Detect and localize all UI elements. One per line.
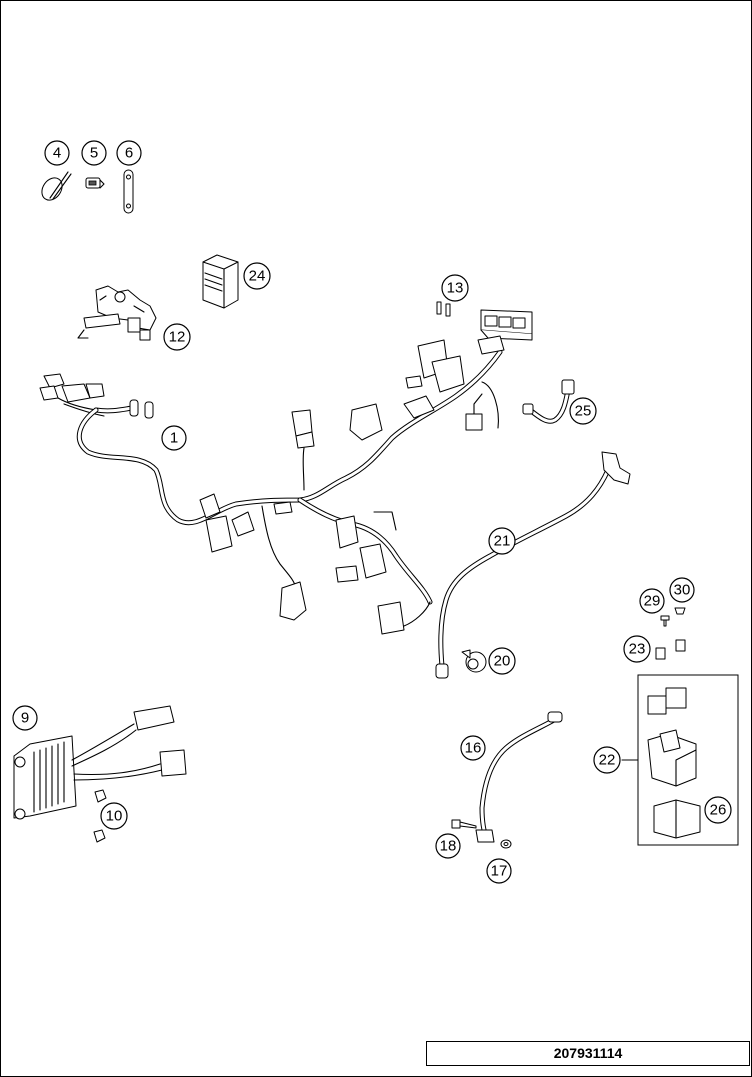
part-25-cable xyxy=(522,379,575,424)
svg-text:13: 13 xyxy=(447,280,464,297)
part-23-fuses xyxy=(655,639,686,660)
callout-16: 16 xyxy=(460,735,486,761)
svg-text:18: 18 xyxy=(440,838,457,855)
callout-1: 1 xyxy=(161,425,187,451)
svg-text:24: 24 xyxy=(249,268,266,285)
part-17-washer xyxy=(500,839,512,849)
callout-20: 20 xyxy=(488,647,516,675)
callout-12: 12 xyxy=(163,323,191,351)
part-13-fuse-box xyxy=(436,301,533,341)
callout-17: 17 xyxy=(486,858,512,884)
part-21-cable xyxy=(435,451,631,679)
callout-13: 13 xyxy=(441,274,469,302)
callout-21: 21 xyxy=(488,527,516,555)
part-20-cap xyxy=(461,649,487,673)
callout-6: 6 xyxy=(116,140,142,166)
part-6-holding-strap xyxy=(123,169,134,214)
svg-text:21: 21 xyxy=(494,533,511,550)
callout-22: 22 xyxy=(593,746,621,774)
svg-text:12: 12 xyxy=(169,329,186,346)
callout-23: 23 xyxy=(623,635,651,663)
callout-24: 24 xyxy=(243,262,271,290)
callout-9: 9 xyxy=(12,705,38,731)
callout-25: 25 xyxy=(569,397,597,425)
callout-29: 29 xyxy=(639,588,665,614)
callout-18: 18 xyxy=(435,833,461,859)
part-5-clip xyxy=(85,177,105,189)
part-29-screw xyxy=(660,615,670,627)
callout-10: 10 xyxy=(100,802,128,830)
svg-text:9: 9 xyxy=(21,710,29,727)
drawing-number: 207931114 xyxy=(553,1045,623,1061)
part-24-module xyxy=(202,254,239,309)
callout-5: 5 xyxy=(81,140,107,166)
part-4-cable-tie xyxy=(41,171,72,201)
drawing-number-box: 207931114 xyxy=(426,1041,750,1066)
part-18-screw xyxy=(451,819,477,829)
svg-text:4: 4 xyxy=(53,145,61,162)
callout-4: 4 xyxy=(44,140,70,166)
part-12-bracket xyxy=(77,285,157,341)
svg-text:1: 1 xyxy=(170,430,178,447)
part-16-ground-cable xyxy=(475,711,563,843)
part-1-main-wiring-harness xyxy=(39,335,505,635)
part-30-screw xyxy=(674,607,686,615)
svg-text:29: 29 xyxy=(644,593,661,610)
svg-text:23: 23 xyxy=(629,641,646,658)
part-9-voltage-regulator xyxy=(13,705,187,820)
callout-30: 30 xyxy=(669,577,695,603)
svg-text:20: 20 xyxy=(494,653,511,670)
part-10-nuts xyxy=(93,789,107,843)
svg-text:30: 30 xyxy=(674,582,691,599)
svg-text:25: 25 xyxy=(575,403,592,420)
svg-text:6: 6 xyxy=(125,145,133,162)
svg-text:26: 26 xyxy=(710,802,727,819)
svg-text:10: 10 xyxy=(106,808,123,825)
svg-text:5: 5 xyxy=(90,145,98,162)
svg-text:17: 17 xyxy=(491,863,508,880)
svg-text:16: 16 xyxy=(465,740,482,757)
callout-26: 26 xyxy=(704,796,732,824)
svg-text:22: 22 xyxy=(599,752,616,769)
